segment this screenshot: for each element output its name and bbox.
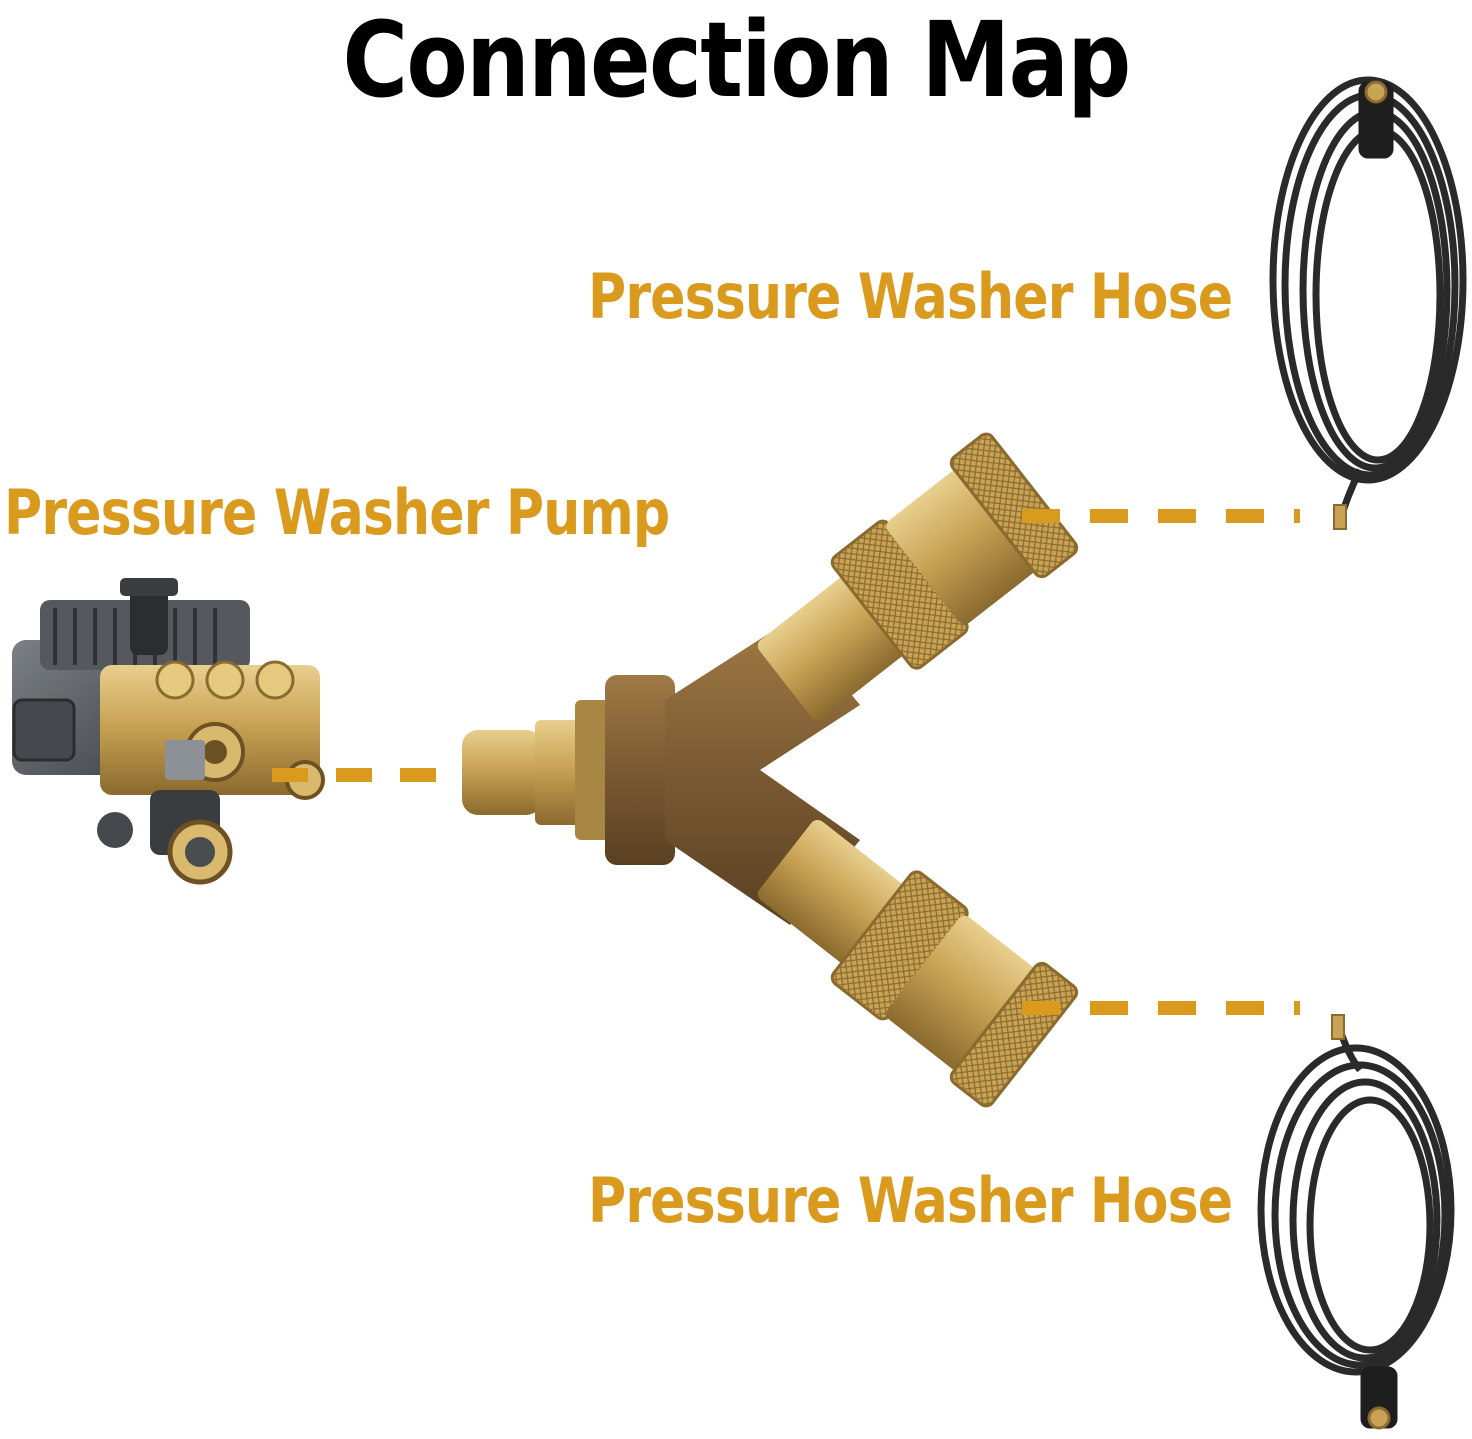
pressure-washer-pump-icon xyxy=(12,578,325,885)
y-splitter-icon xyxy=(462,432,1079,1108)
page-title: Connection Map xyxy=(342,0,1131,121)
label-hose-top: Pressure Washer Hose xyxy=(588,260,1233,333)
hose-coil-icon xyxy=(1257,1014,1455,1430)
hose-coil-icon xyxy=(1269,76,1467,530)
label-pump: Pressure Washer Pump xyxy=(4,476,670,549)
label-hose-bottom: Pressure Washer Hose xyxy=(588,1164,1233,1237)
